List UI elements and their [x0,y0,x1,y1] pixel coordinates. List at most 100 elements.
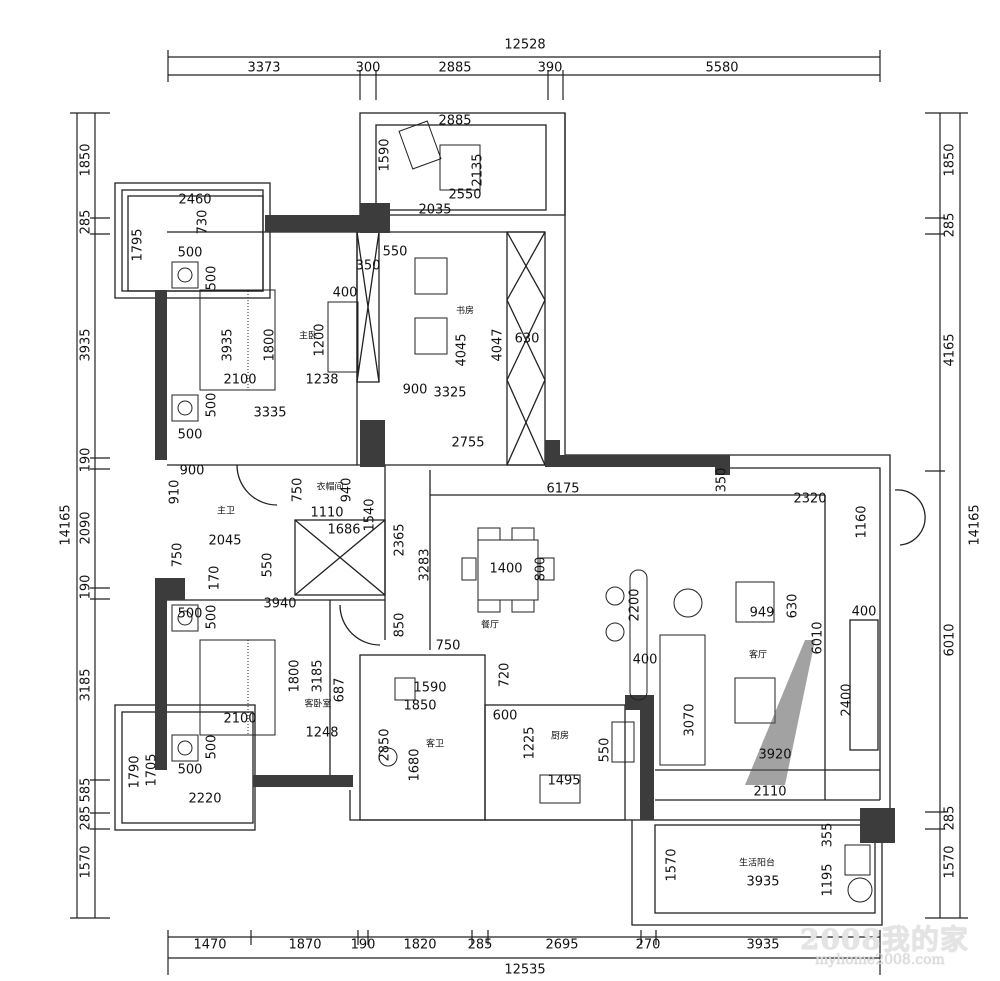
dim: 500 [204,734,220,760]
dim: 630 [785,593,801,619]
right-dim: 1570 [942,845,958,879]
bottom-dim: 1820 [403,937,437,953]
dim: 500 [204,265,220,291]
room-label-study: 书房 [455,306,475,317]
dim: 1800 [262,328,278,362]
dim: 6010 [810,621,826,655]
dim: 500 [177,762,203,778]
dim: 2220 [188,791,222,807]
top-dim: 3373 [247,60,281,76]
guest-bed [199,639,276,736]
top-dim: 2885 [438,60,472,76]
left-dim: 190 [78,447,94,473]
dim: 170 [207,565,223,591]
dim: 750 [435,638,461,654]
dim: 2135 [470,153,486,187]
room-label-utility-balcony: 生活阳台 [738,858,776,869]
dim: 3935 [746,874,780,890]
dim: 3940 [263,596,297,612]
dim: 350 [355,258,381,274]
dim: 2110 [753,784,787,800]
dim: 1160 [854,505,870,539]
sink [539,774,581,804]
dim: 1680 [407,748,423,782]
room-label-guest-bath: 客卫 [425,739,445,750]
bottom-total-dim: 12535 [504,962,546,978]
dim: 2100 [223,372,257,388]
right-dim: 6010 [942,623,958,657]
dim: 2550 [448,187,482,203]
left-dim: 585 [78,777,94,803]
dim: 4047 [490,328,506,362]
right-dim: 1850 [942,143,958,177]
right-dim: 285 [942,805,958,831]
nightstand [171,261,199,289]
dim: 4045 [454,333,470,367]
dim: 900 [402,382,428,398]
coffee-table [734,677,776,724]
dim: 1705 [144,753,160,787]
dim: 1495 [547,773,581,789]
left-dim: 1570 [78,845,94,879]
dim: 1850 [403,698,437,714]
dim: 687 [332,677,348,703]
dim: 1195 [820,863,836,897]
dim: 2320 [793,491,827,507]
left-dim: 190 [78,574,94,600]
top-dim: 390 [537,60,563,76]
dim: 500 [204,604,220,630]
dim: 550 [597,737,613,763]
left-dim: 2090 [78,511,94,545]
dim: 3185 [310,659,326,693]
right-dim: 4165 [942,333,958,367]
left-dim: 1850 [78,143,94,177]
dim: 1686 [327,522,361,538]
dim: 350 [714,467,730,493]
top-dim: 300 [355,60,381,76]
dim: 550 [382,244,408,260]
watermark-title: 2008我的家 [800,923,969,956]
dim: 2200 [627,588,643,622]
dim: 500 [204,392,220,418]
left-dim: 285 [78,805,94,831]
dim: 600 [492,708,518,724]
master-bed [199,289,276,391]
dim: 1110 [310,505,344,521]
structural-walls [155,203,895,843]
dim: 400 [632,652,658,668]
dim: 720 [497,662,513,688]
dim: 2035 [418,202,452,218]
dim: 1590 [377,138,393,172]
dim: 3935 [220,328,236,362]
dim: 2045 [208,533,242,549]
watermark-site: myhome2008.com [815,952,945,968]
dim: 1200 [312,323,328,357]
room-label-guest-bedroom: 客卧室 [304,699,332,710]
dim: 1248 [305,725,339,741]
washer [847,877,873,903]
outline-walls [114,112,926,926]
dim: 630 [514,331,540,347]
bottom-dim: 285 [467,937,493,953]
dim: 850 [392,612,408,638]
dim: 949 [749,605,775,621]
top-total-dim: 12528 [504,37,546,53]
right-dim: 285 [942,212,958,238]
dim: 3920 [758,747,792,763]
dim: 400 [851,604,877,620]
dim: 1570 [664,848,680,882]
dim: 500 [177,606,203,622]
room-label-dining: 餐厅 [480,620,500,631]
dim: 1400 [489,561,523,577]
furniture [171,120,873,903]
dim: 1540 [362,498,378,532]
room-label-master-bedroom: 主卧 [298,331,318,342]
dim: 500 [177,427,203,443]
dim: 550 [260,552,276,578]
dim: 2100 [223,711,257,727]
left-dim: 285 [78,209,94,235]
dim: 355 [820,822,836,848]
bottom-dim: 190 [350,937,376,953]
dim: 3283 [417,548,433,582]
